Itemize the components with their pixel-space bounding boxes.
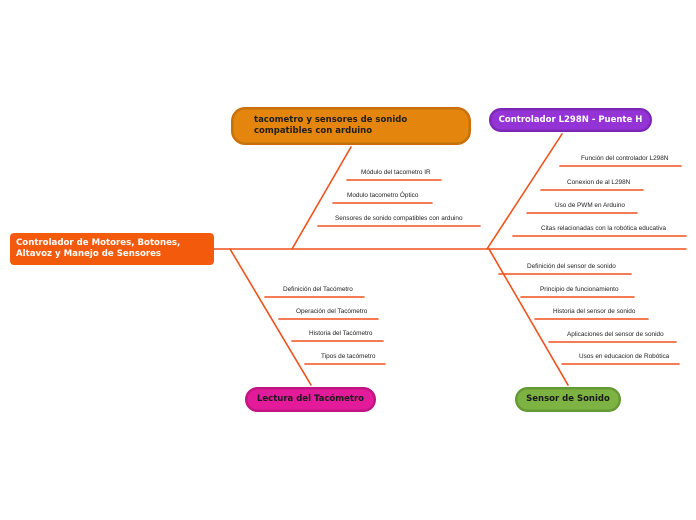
topic-controlador-l298n-label: Controlador L298N - Puente H <box>498 114 643 125</box>
topic-controlador-l298n[interactable]: Controlador L298N - Puente H <box>489 108 652 132</box>
subtopic-historia-sensor[interactable]: Historia del sensor de sonido <box>553 308 636 315</box>
subtopic-usos-educacion-robotica[interactable]: Usos en educacion de Robótica <box>579 353 670 360</box>
subtopic-definicion-tacometro[interactable]: Definición del Tacómetro <box>283 286 353 293</box>
topic-sensor-sonido[interactable]: Sensor de Sonido <box>515 387 621 412</box>
root-topic[interactable]: Controlador de Motores, Botones, Altavoz… <box>10 233 214 265</box>
topic-tacometro-sensores[interactable]: tacometro y sensores de sonido compatibl… <box>231 107 471 145</box>
subtopic-uso-pwm[interactable]: Uso de PWM en Arduino <box>555 202 625 209</box>
tacometro-branch-line <box>291 146 352 250</box>
subtopic-tipos-tacometro[interactable]: Tipos de tacómetro <box>321 353 376 360</box>
root-topic-label: Controlador de Motores, Botones, Altavoz… <box>16 238 181 259</box>
topic-sensor-sonido-label: Sensor de Sonido <box>526 394 610 404</box>
subtopic-conexion-l298n[interactable]: Conexion de al L298N <box>567 179 631 186</box>
topic-lectura-tacometro[interactable]: Lectura del Tacómetro <box>245 387 376 412</box>
subtopic-sensores-sonido-compatibles[interactable]: Sensores de sonido compatibles con ardui… <box>335 215 463 222</box>
subtopic-principio-funcionamiento[interactable]: Principio de funcionamiento <box>540 286 619 293</box>
controlador-branch-line <box>486 133 563 250</box>
sensor-branch-line <box>488 248 569 386</box>
subtopic-citas-robotica[interactable]: Citas relacionadas con la robótica educa… <box>541 225 667 232</box>
subtopic-modulo-tacometro-optico[interactable]: Modulo tacometro Óptico <box>347 192 419 199</box>
subtopic-modulo-tacometro-ir[interactable]: Módulo del tacometro IR <box>361 169 431 176</box>
subtopic-definicion-sensor[interactable]: Definición del sensor de sonido <box>527 263 616 270</box>
subtopic-historia-tacometro[interactable]: Historia del Tacómetro <box>309 330 373 337</box>
lectura-branch-line <box>229 248 312 386</box>
topic-tacometro-sensores-label: tacometro y sensores de sonido compatibl… <box>254 115 408 136</box>
topic-lectura-tacometro-label: Lectura del Tacómetro <box>257 394 364 404</box>
subtopic-operacion-tacometro[interactable]: Operación del Tacómetro <box>296 308 368 315</box>
subtopic-funcion-controlador[interactable]: Función del controlador L298N <box>581 155 669 162</box>
subtopic-aplicaciones-sensor[interactable]: Aplicaciones del sensor de sonido <box>567 331 664 338</box>
